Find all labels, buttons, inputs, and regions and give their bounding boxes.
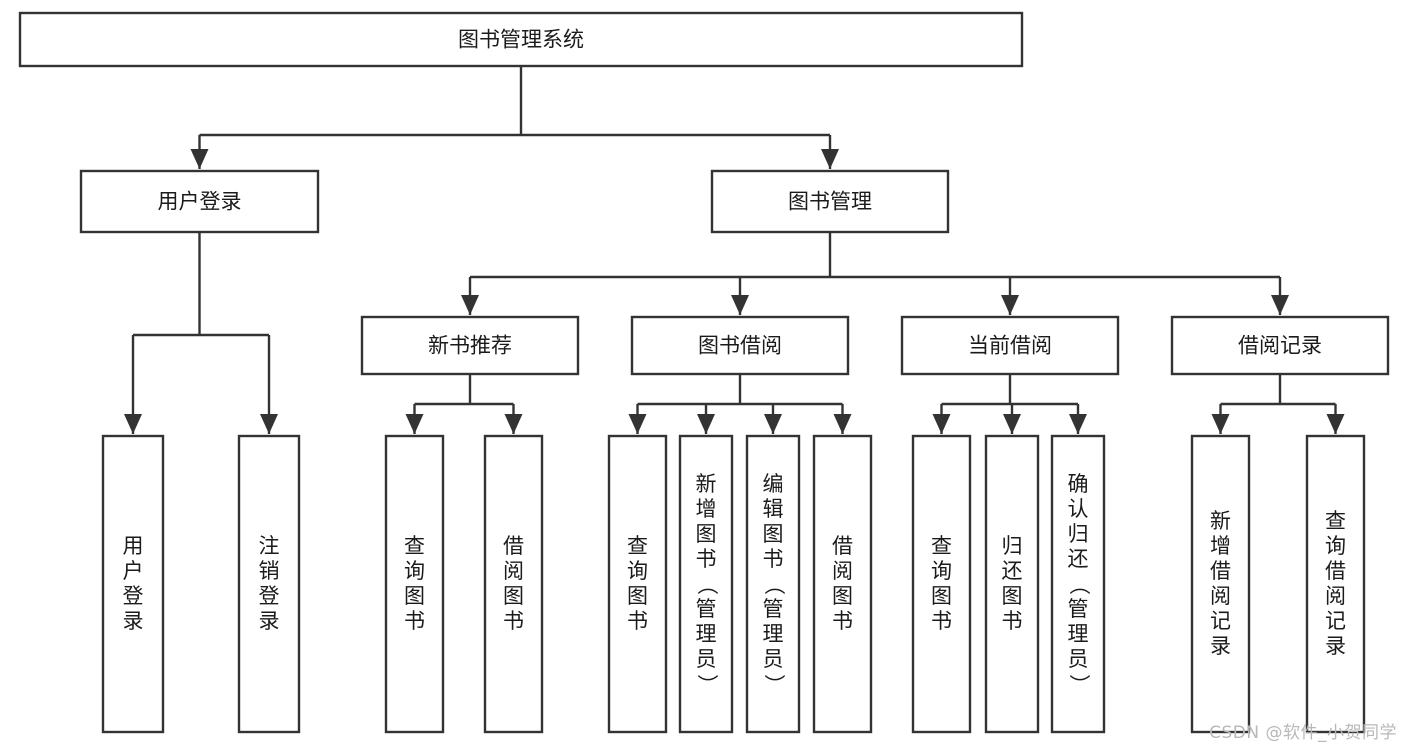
node-leaf-4[interactable] (607, 434, 668, 734)
node-leaf-3[interactable] (483, 434, 544, 734)
node-leaf-2[interactable] (384, 434, 445, 734)
node-label: 借阅记录 (1238, 334, 1322, 358)
node-l2-用户登录[interactable]: 用户登录 (79, 169, 320, 234)
node-l2-图书管理[interactable]: 图书管理 (710, 169, 950, 234)
node-leaf-9[interactable] (984, 434, 1040, 734)
node-leaf-6[interactable] (745, 434, 801, 734)
node-label: 图书管理系统 (458, 28, 584, 52)
connectors-layer (124, 66, 1345, 434)
node-l3-借阅记录[interactable]: 借阅记录 (1170, 315, 1390, 376)
node-leaf-1[interactable] (237, 434, 301, 734)
node-label: 当前借阅 (968, 334, 1052, 358)
node-leaf-0[interactable] (101, 434, 165, 734)
node-leaf-12[interactable] (1305, 434, 1366, 734)
node-leaf-7[interactable] (812, 434, 873, 734)
node-label: 新书推荐 (428, 334, 512, 358)
node-leaf-11[interactable] (1190, 434, 1251, 734)
node-leaf-10[interactable] (1050, 434, 1106, 734)
node-l3-新书推荐[interactable]: 新书推荐 (360, 315, 580, 376)
node-leaf-5[interactable] (678, 434, 734, 734)
csdn-watermark: CSDN @软件_小贺同学 (1209, 723, 1397, 743)
node-l3-当前借阅[interactable]: 当前借阅 (900, 315, 1120, 376)
node-leaf-8[interactable] (911, 434, 972, 734)
node-l3-图书借阅[interactable]: 图书借阅 (630, 315, 850, 376)
node-root-图书管理系统[interactable]: 图书管理系统 (18, 11, 1024, 68)
node-label: 用户登录 (158, 190, 242, 214)
node-label: 图书管理 (788, 190, 872, 214)
node-label: 图书借阅 (698, 334, 782, 358)
